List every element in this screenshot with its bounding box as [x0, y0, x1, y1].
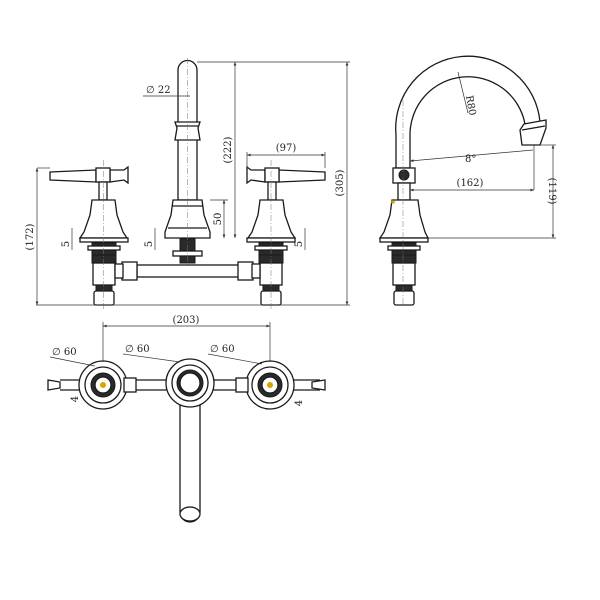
- top-right-valve: [235, 360, 326, 410]
- dim-diam-left: ∅ 60: [52, 347, 77, 358]
- dim-reach: (162): [457, 178, 484, 189]
- dim-diam-center: ∅ 60: [125, 344, 150, 355]
- dim-spout-clearance: (119): [546, 178, 557, 205]
- dim-flange-right: 5: [294, 241, 305, 247]
- top-dimensions: (203) ∅ 60 ∅ 60 ∅ 60 4 4: [49, 315, 305, 406]
- front-dimensions: ∅ 22 (222) (305) (97) (172) 50 5 5 5: [25, 61, 350, 306]
- front-spout: [164, 58, 211, 270]
- dim-diam-right: ∅ 60: [210, 344, 235, 355]
- dim-angle: 8°: [465, 154, 476, 165]
- top-view: (203) ∅ 60 ∅ 60 ∅ 60 4 4: [47, 315, 326, 523]
- dim-centers: (203): [173, 315, 200, 326]
- dim-handle-height: (172): [25, 223, 36, 250]
- side-dimensions: R80 8° (162) (119): [409, 71, 557, 239]
- front-right-valve: [246, 160, 326, 310]
- top-left-valve: [47, 360, 137, 410]
- dim-spout-diameter: ∅ 22: [146, 85, 171, 96]
- dim-offset-left: 4: [70, 396, 81, 402]
- front-connecting-pipe: [114, 261, 261, 281]
- dim-overall-height: (305): [335, 169, 346, 196]
- front-view: ∅ 22 (222) (305) (97) (172) 50 5 5 5: [25, 58, 350, 310]
- dim-offset-right: 4: [294, 400, 305, 406]
- dim-base-height: 50: [213, 213, 224, 226]
- front-left-valve: [49, 160, 129, 310]
- dim-radius: R80: [463, 95, 477, 117]
- dim-flange-center: 5: [144, 241, 155, 247]
- dim-handle-span: (97): [276, 143, 297, 154]
- dim-spout-height: (222): [223, 136, 234, 163]
- dim-flange-left: 5: [61, 241, 72, 247]
- side-view: R80 8° (162) (119): [378, 55, 557, 306]
